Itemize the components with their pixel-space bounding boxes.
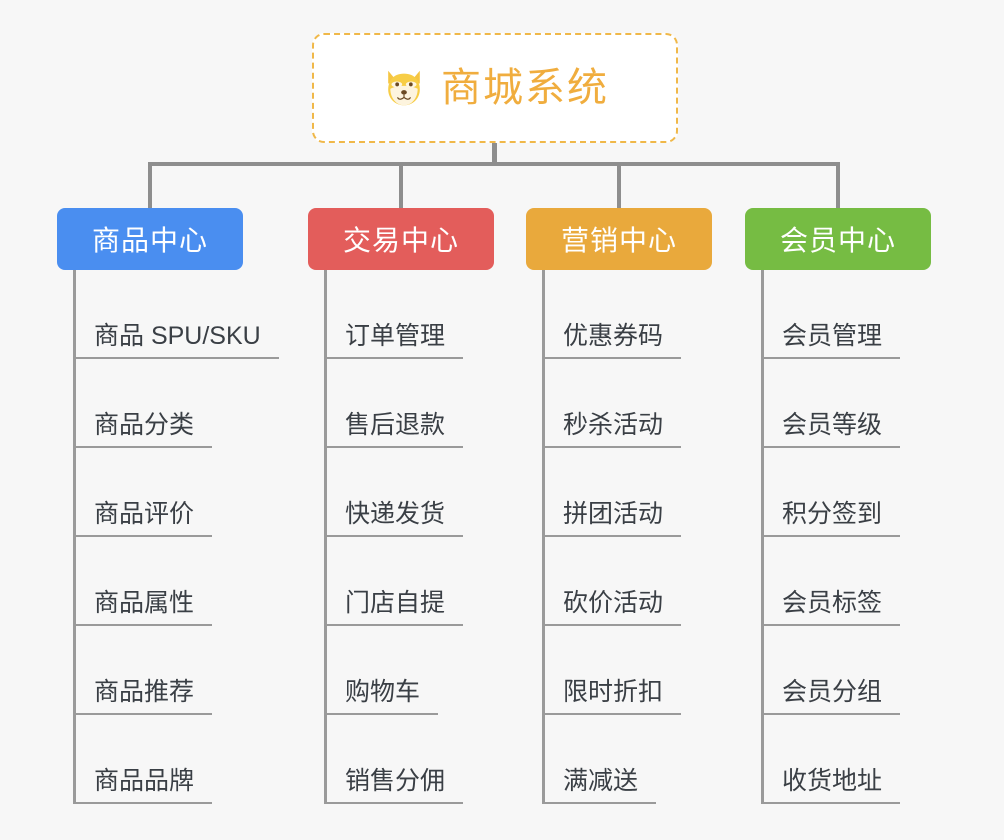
- list-item[interactable]: 商品属性: [76, 537, 243, 626]
- list-item[interactable]: 优惠券码: [545, 270, 712, 359]
- list-item[interactable]: 限时折扣: [545, 626, 712, 715]
- list-item[interactable]: 砍价活动: [545, 537, 712, 626]
- connector-drop-4: [836, 162, 840, 210]
- list-item[interactable]: 订单管理: [327, 270, 494, 359]
- branch-marketing-center: 营销中心 优惠券码 秒杀活动 拼团活动 砍价活动 限时折扣 满减送: [526, 208, 712, 804]
- list-item[interactable]: 积分签到: [764, 448, 931, 537]
- branch-header-marketing-center[interactable]: 营销中心: [526, 208, 712, 270]
- list-item-label: 商品品牌: [76, 767, 213, 804]
- list-item[interactable]: 会员分组: [764, 626, 931, 715]
- branch-header-label: 交易中心: [342, 225, 459, 256]
- list-item[interactable]: 购物车: [327, 626, 494, 715]
- list-item[interactable]: 商品 SPU/SKU: [76, 270, 279, 359]
- list-item-label: 拼团活动: [545, 500, 682, 537]
- list-item-label: 积分签到: [764, 500, 901, 537]
- list-item-label: 商品 SPU/SKU: [76, 322, 279, 359]
- list-item-label: 优惠券码: [545, 322, 682, 359]
- branch-header-label: 商品中心: [91, 225, 208, 256]
- list-item-label: 商品评价: [76, 500, 213, 537]
- list-item-label: 会员标签: [764, 589, 901, 626]
- list-item-label: 砍价活动: [545, 589, 682, 626]
- branch-header-member-center[interactable]: 会员中心: [745, 208, 931, 270]
- branch-items-trade-center: 订单管理 售后退款 快递发货 门店自提 购物车 销售分佣: [324, 270, 494, 804]
- list-item-label: 会员管理: [764, 322, 901, 359]
- list-item[interactable]: 会员标签: [764, 537, 931, 626]
- list-item[interactable]: 满减送: [545, 715, 712, 804]
- list-item-label: 售后退款: [327, 411, 464, 448]
- list-item[interactable]: 门店自提: [327, 537, 494, 626]
- list-item[interactable]: 快递发货: [327, 448, 494, 537]
- branch-items-marketing-center: 优惠券码 秒杀活动 拼团活动 砍价活动 限时折扣 满减送: [542, 270, 712, 804]
- root-label: 商城系统: [441, 66, 609, 110]
- branch-header-label: 营销中心: [560, 225, 677, 256]
- list-item-label: 秒杀活动: [545, 411, 682, 448]
- list-item[interactable]: 收货地址: [764, 715, 931, 804]
- connector-drop-1: [148, 162, 152, 210]
- list-item-label: 商品分类: [76, 411, 213, 448]
- list-item[interactable]: 商品分类: [76, 359, 243, 448]
- list-item[interactable]: 会员等级: [764, 359, 931, 448]
- connector-root-stem: [492, 143, 497, 165]
- list-item[interactable]: 商品推荐: [76, 626, 243, 715]
- list-item[interactable]: 销售分佣: [327, 715, 494, 804]
- list-item-label: 会员分组: [764, 678, 901, 715]
- list-item-label: 订单管理: [327, 322, 464, 359]
- shiba-dog-face-icon: [388, 70, 420, 106]
- branch-items-product-center: 商品 SPU/SKU 商品分类 商品评价 商品属性 商品推荐 商品品牌: [73, 270, 279, 804]
- list-item-label: 门店自提: [327, 589, 464, 626]
- branch-items-member-center: 会员管理 会员等级 积分签到 会员标签 会员分组 收货地址: [761, 270, 931, 804]
- branch-header-product-center[interactable]: 商品中心: [57, 208, 243, 270]
- branch-trade-center: 交易中心 订单管理 售后退款 快递发货 门店自提 购物车 销售分佣: [308, 208, 494, 804]
- list-item-label: 商品推荐: [76, 678, 213, 715]
- branch-product-center: 商品中心 商品 SPU/SKU 商品分类 商品评价 商品属性 商品推荐 商品品牌: [57, 208, 279, 804]
- connector-horizontal-bus: [148, 162, 840, 166]
- connector-drop-2: [399, 162, 403, 210]
- list-item-label: 购物车: [327, 678, 439, 715]
- branch-member-center: 会员中心 会员管理 会员等级 积分签到 会员标签 会员分组 收货地址: [745, 208, 931, 804]
- list-item-label: 限时折扣: [545, 678, 682, 715]
- list-item[interactable]: 拼团活动: [545, 448, 712, 537]
- list-item[interactable]: 秒杀活动: [545, 359, 712, 448]
- list-item[interactable]: 会员管理: [764, 270, 931, 359]
- connector-drop-3: [617, 162, 621, 210]
- branch-header-label: 会员中心: [779, 225, 896, 256]
- list-item-label: 快递发货: [327, 500, 464, 537]
- list-item-label: 会员等级: [764, 411, 901, 448]
- list-item-label: 满减送: [545, 767, 657, 804]
- root-node[interactable]: 商城系统: [312, 33, 678, 143]
- list-item[interactable]: 商品评价: [76, 448, 243, 537]
- list-item[interactable]: 商品品牌: [76, 715, 243, 804]
- branch-header-trade-center[interactable]: 交易中心: [308, 208, 494, 270]
- list-item-label: 收货地址: [764, 767, 901, 804]
- list-item-label: 商品属性: [76, 589, 213, 626]
- list-item[interactable]: 售后退款: [327, 359, 494, 448]
- list-item-label: 销售分佣: [327, 767, 464, 804]
